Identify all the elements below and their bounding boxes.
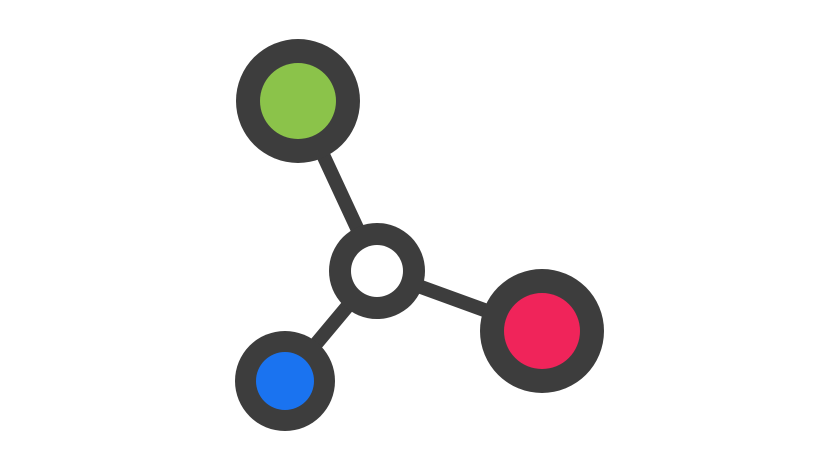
atom-green-fill (260, 63, 336, 139)
atom-center (329, 223, 425, 319)
atom-red (480, 269, 604, 393)
atom-blue (235, 331, 335, 431)
atom-center-fill (351, 245, 403, 297)
atom-red-fill (504, 293, 580, 369)
atom-green (236, 39, 360, 163)
atom-blue-fill (256, 352, 314, 410)
